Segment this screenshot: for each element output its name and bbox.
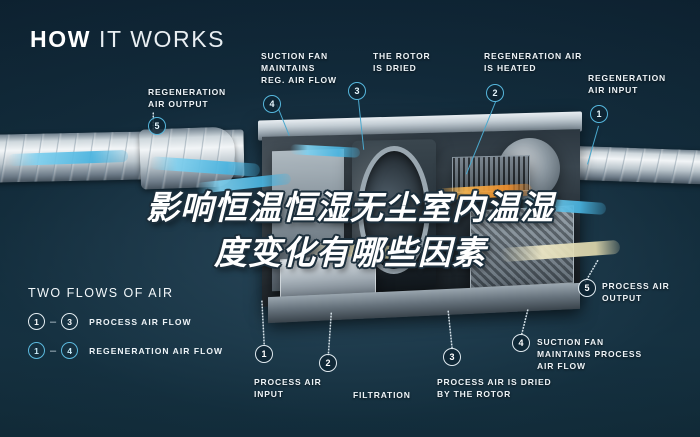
callout-label-regeneration-air-input: REGENERATION AIR INPUT bbox=[588, 73, 667, 96]
callout-bullet-suction-fan-reg[interactable]: 4 bbox=[263, 95, 281, 113]
legend-heading: TWO FLOWS OF AIR bbox=[28, 286, 174, 300]
callout-label-process-air-dried: PROCESS AIR IS DRIED BY THE ROTOR bbox=[437, 377, 552, 400]
callout-label-process-air-output: PROCESS AIR OUTPUT bbox=[602, 281, 670, 304]
callout-bullet-regeneration-air-heated[interactable]: 2 bbox=[486, 84, 504, 102]
callout-bullet-rotor-dried[interactable]: 3 bbox=[348, 82, 366, 100]
legend-dash: – bbox=[50, 315, 57, 328]
callout-label-rotor-dried: THE ROTOR IS DRIED bbox=[373, 51, 431, 74]
legend-bullet-to: 3 bbox=[61, 313, 79, 330]
page-title: HOW IT WORKS bbox=[30, 26, 225, 53]
callout-label-process-air-input: PROCESS AIR INPUT bbox=[254, 377, 322, 400]
legend-row-regeneration-air-flow: 1 – 4 REGENERATION AIR FLOW bbox=[28, 342, 223, 359]
callout-bullet-regeneration-air-input[interactable]: 1 bbox=[590, 105, 608, 123]
spiral-duct-right-icon bbox=[559, 145, 700, 185]
callout-bullet-filtration[interactable]: 2 bbox=[319, 354, 337, 372]
callout-bullet-process-air-output[interactable]: 5 bbox=[578, 279, 596, 297]
callout-bullet-process-air-dried[interactable]: 3 bbox=[443, 348, 461, 366]
callout-label-regeneration-air-heated: REGENERATION AIR IS HEATED bbox=[484, 51, 583, 74]
callout-label-suction-fan-reg: SUCTION FAN MAINTAINS REG. AIR FLOW bbox=[261, 51, 337, 86]
page-title-light: IT WORKS bbox=[99, 26, 226, 52]
callout-label-filtration: FILTRATION bbox=[353, 390, 411, 400]
legend-row-process-air-flow: 1 – 3 PROCESS AIR FLOW bbox=[28, 313, 223, 330]
legend-bullet-to: 4 bbox=[61, 342, 79, 359]
callout-label-suction-fan-process: SUCTION FAN MAINTAINS PROCESS AIR FLOW bbox=[537, 337, 642, 372]
legend-bullet-from: 1 bbox=[28, 342, 45, 359]
callout-label-regeneration-air-output: REGENERATION AIR OUTPUT bbox=[148, 87, 227, 110]
legend-label: REGENERATION AIR FLOW bbox=[89, 345, 224, 356]
legend-label: PROCESS AIR FLOW bbox=[89, 316, 192, 327]
legend-dash: – bbox=[50, 344, 57, 357]
legend-bullet-from: 1 bbox=[28, 313, 45, 330]
callout-bullet-process-air-input[interactable]: 1 bbox=[255, 345, 273, 363]
legend: TWO FLOWS OF AIR 1 – 3 PROCESS AIR FLOW … bbox=[28, 286, 223, 371]
callout-bullet-suction-fan-process[interactable]: 4 bbox=[512, 334, 530, 352]
callout-bullet-regeneration-air-output[interactable]: 5 bbox=[148, 117, 166, 135]
page-title-bold: HOW bbox=[30, 26, 92, 52]
